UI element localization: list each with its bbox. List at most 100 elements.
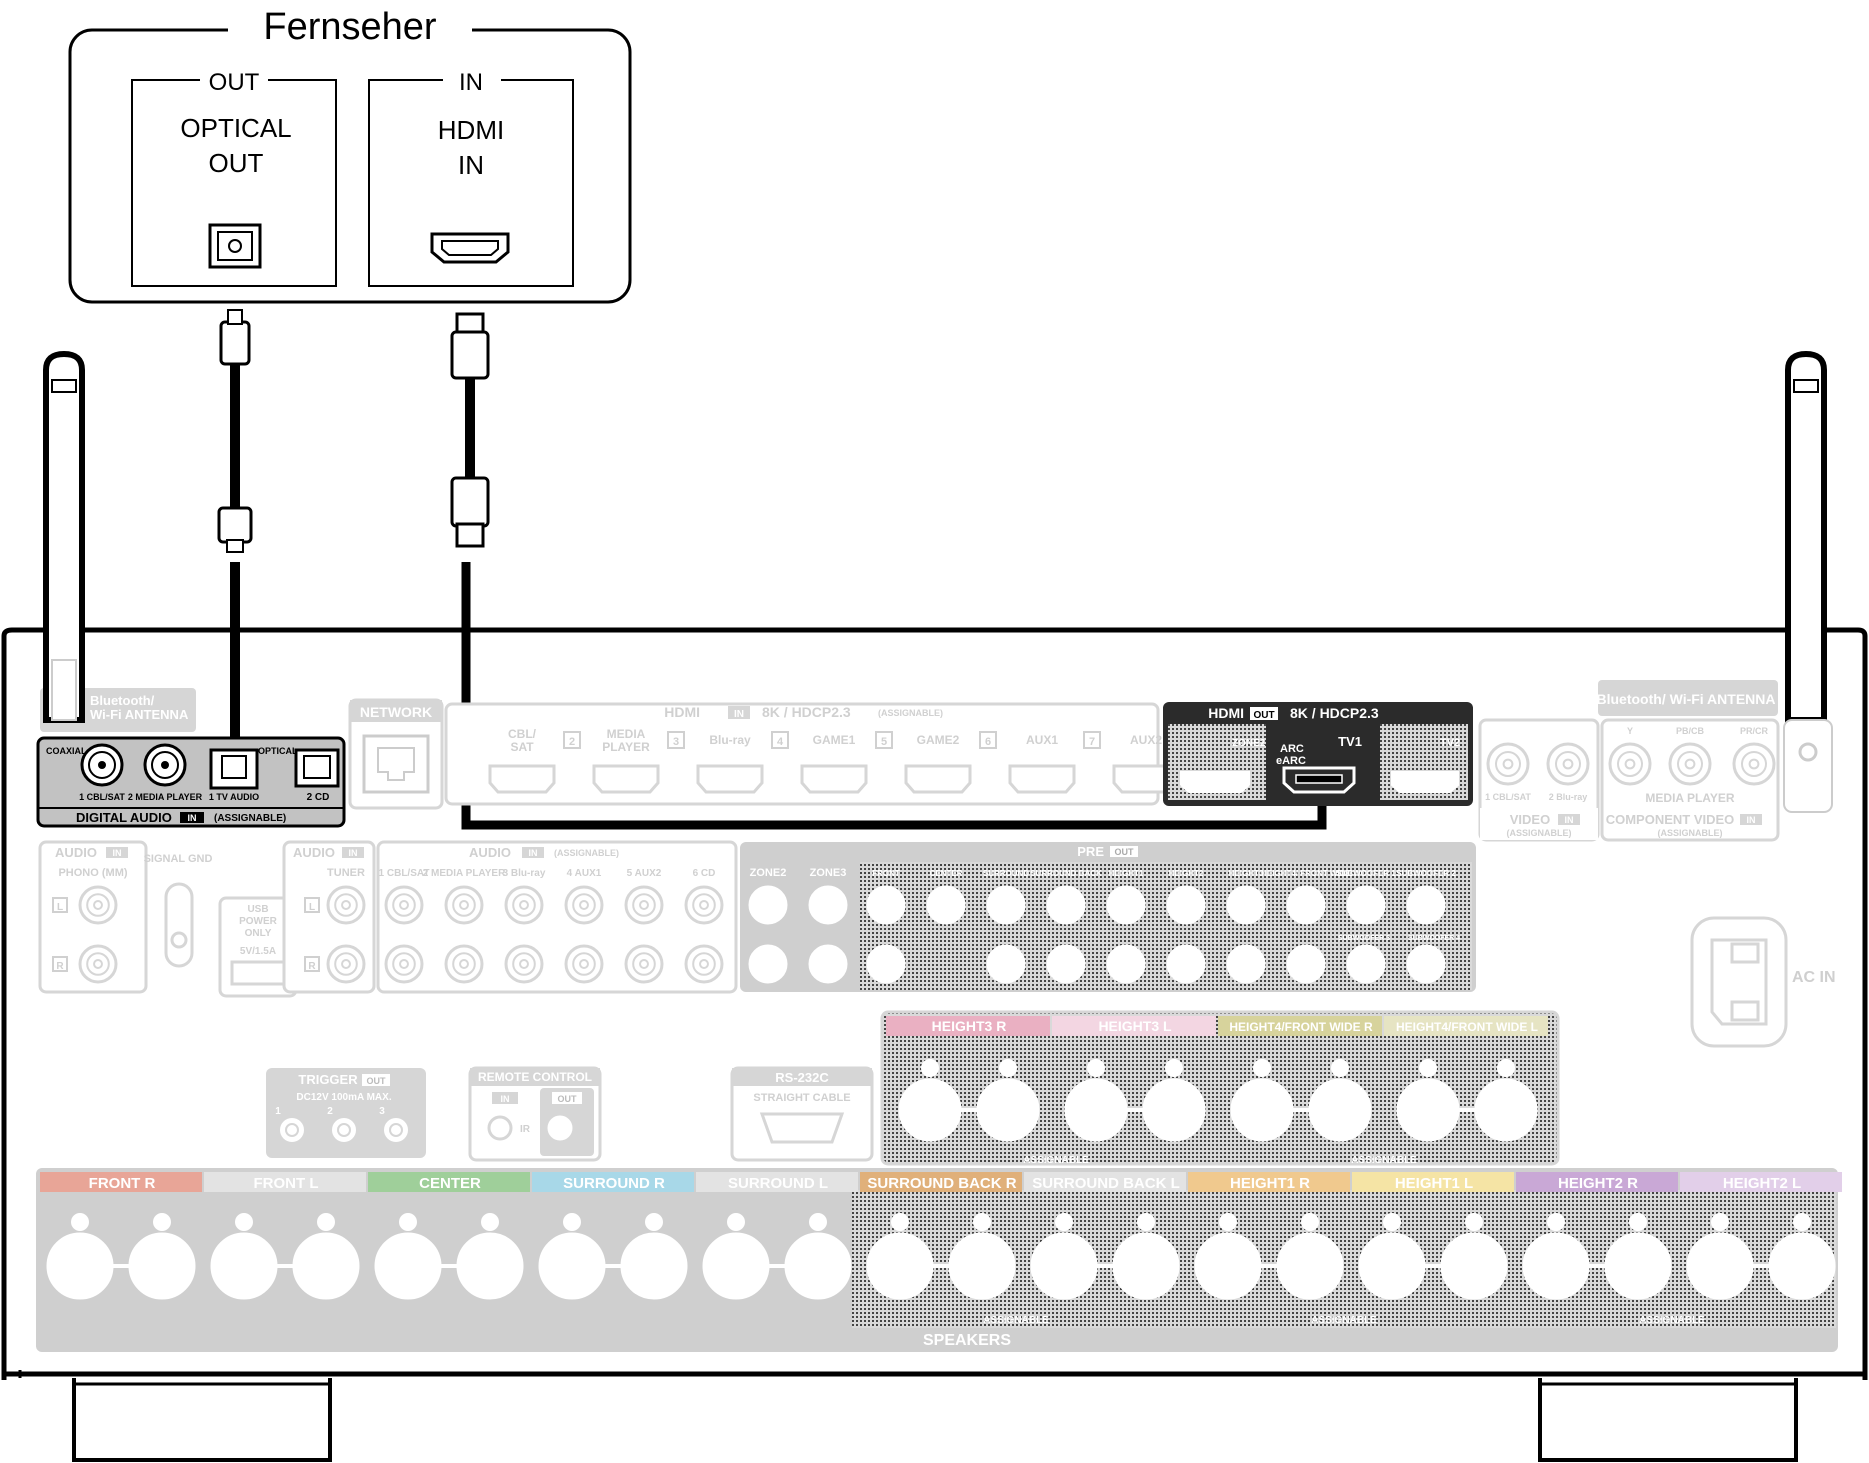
audio-2-r-jack[interactable] [444, 944, 484, 984]
pre-out-zone-1-r[interactable] [748, 944, 788, 984]
pre-out-zone-2-r[interactable] [808, 944, 848, 984]
speaker-7-plus-terminal[interactable] [1030, 1213, 1098, 1300]
hdmi-out-tv2: TV2 [1440, 737, 1460, 749]
trigger-1-jack[interactable] [280, 1118, 304, 1142]
pre-out-ch-8: HEIGHT4/ FRONT WIDE [1261, 869, 1351, 878]
speaker-11-plus-terminal[interactable] [1686, 1213, 1754, 1300]
audio-5-l-jack[interactable] [624, 885, 664, 925]
network-port[interactable] [362, 734, 430, 794]
hdmi-in-port-2[interactable] [592, 764, 660, 794]
hdmi-in-port-3[interactable] [696, 764, 764, 794]
hdmi-out-tv2-port[interactable] [1391, 771, 1459, 793]
pre-out-zone-1-l[interactable] [748, 885, 788, 925]
component-3-jack[interactable] [1732, 742, 1776, 786]
pre-out-ch-1-a[interactable] [866, 885, 906, 925]
height-upper-1-minus-terminal[interactable] [976, 1059, 1040, 1142]
height-upper-4-minus-terminal[interactable] [1474, 1059, 1538, 1142]
speaker-8-minus-terminal[interactable] [1276, 1213, 1344, 1300]
pre-out-ch-3-b[interactable] [986, 944, 1026, 984]
pre-out-ch-5-a[interactable] [1106, 885, 1146, 925]
audio-3-r-jack[interactable] [504, 944, 544, 984]
optical-2-cd-port[interactable] [294, 748, 340, 788]
remote-in-jack[interactable] [487, 1115, 513, 1141]
component-2-jack[interactable] [1668, 742, 1712, 786]
height-upper-4-plus-terminal[interactable] [1396, 1059, 1460, 1142]
speaker-7-minus-terminal[interactable] [1112, 1213, 1180, 1300]
audio-3-l-jack[interactable] [504, 885, 544, 925]
height-upper-3-plus-terminal[interactable] [1230, 1059, 1294, 1142]
speaker-4-minus-terminal[interactable] [620, 1213, 688, 1300]
pre-out-ch-10-b[interactable] [1406, 944, 1446, 984]
hdmi-in-title: HDMI [664, 704, 700, 720]
audio-4-l-jack[interactable] [564, 885, 604, 925]
phono-l-jack[interactable] [78, 885, 118, 925]
speaker-3-minus-terminal[interactable] [456, 1213, 524, 1300]
tuner-r-jack[interactable] [326, 944, 366, 984]
speaker-5-minus-terminal[interactable] [784, 1213, 852, 1300]
remote-out-jack[interactable] [547, 1115, 573, 1141]
speaker-10-minus-terminal[interactable] [1604, 1213, 1672, 1300]
audio-1-l-jack[interactable] [384, 885, 424, 925]
pre-out-zone-2-l[interactable] [808, 885, 848, 925]
pre-out-ch-10-a[interactable] [1406, 885, 1446, 925]
hdmi-in-port-4[interactable] [800, 764, 868, 794]
video-1-jack[interactable] [1486, 742, 1530, 786]
optical-1-tv-audio-port[interactable] [209, 748, 259, 790]
pre-out-ch-4-a[interactable] [1046, 885, 1086, 925]
pre-out-ch-4-b[interactable] [1046, 944, 1086, 984]
speaker-2-plus-terminal[interactable] [210, 1213, 278, 1300]
pre-out-ch-8-b[interactable] [1286, 944, 1326, 984]
pre-out-ch-6-a[interactable] [1166, 885, 1206, 925]
usb-port[interactable] [230, 960, 288, 986]
tv-hdmi-in-port[interactable] [430, 232, 510, 264]
tv-optical-out-port[interactable] [208, 223, 262, 269]
trigger-3-jack[interactable] [384, 1118, 408, 1142]
pre-out-ch-5-b[interactable] [1106, 944, 1146, 984]
video-2-jack[interactable] [1546, 742, 1590, 786]
speaker-3-plus-terminal[interactable] [374, 1213, 442, 1300]
phono-r-jack[interactable] [78, 944, 118, 984]
speaker-9-plus-terminal[interactable] [1358, 1213, 1426, 1300]
pre-out-ch-7-a[interactable] [1226, 885, 1266, 925]
audio-5-r-jack[interactable] [624, 944, 664, 984]
trigger-2-jack[interactable] [332, 1118, 356, 1142]
audio-4-r-jack[interactable] [564, 944, 604, 984]
height-upper-2-plus-terminal[interactable] [1064, 1059, 1128, 1142]
pre-out-ch-9-a[interactable] [1346, 885, 1386, 925]
height-upper-2-minus-terminal[interactable] [1142, 1059, 1206, 1142]
speaker-5-plus-terminal[interactable] [702, 1213, 770, 1300]
speaker-11-minus-terminal[interactable] [1768, 1213, 1836, 1300]
hdmi-in-port-5[interactable] [904, 764, 972, 794]
speaker-2-minus-terminal[interactable] [292, 1213, 360, 1300]
height-upper-3-minus-terminal[interactable] [1308, 1059, 1372, 1142]
audio-2-l-jack[interactable] [444, 885, 484, 925]
speaker-1-plus-terminal[interactable] [46, 1213, 114, 1300]
rs232-port[interactable] [759, 1112, 845, 1144]
pre-out-ch-3-a[interactable] [986, 885, 1026, 925]
height-upper-1-plus-terminal[interactable] [898, 1059, 962, 1142]
speaker-1-minus-terminal[interactable] [128, 1213, 196, 1300]
hdmi-in-port-6[interactable] [1008, 764, 1076, 794]
audio-1-r-jack[interactable] [384, 944, 424, 984]
pre-out-ch-9-b[interactable] [1346, 944, 1386, 984]
pre-out-ch-6-b[interactable] [1166, 944, 1206, 984]
speaker-9-minus-terminal[interactable] [1440, 1213, 1508, 1300]
speaker-4-plus-terminal[interactable] [538, 1213, 606, 1300]
pre-out-ch-1-b[interactable] [866, 944, 906, 984]
coaxial-1-jack[interactable] [80, 743, 124, 787]
audio-6-r-jack[interactable] [684, 944, 724, 984]
tuner-l-jack[interactable] [326, 885, 366, 925]
pre-out-ch-7-b[interactable] [1226, 944, 1266, 984]
speaker-6-minus-terminal[interactable] [948, 1213, 1016, 1300]
audio-6-l-jack[interactable] [684, 885, 724, 925]
component-1-jack[interactable] [1608, 742, 1652, 786]
speaker-8-plus-terminal[interactable] [1194, 1213, 1262, 1300]
hdmi-in-num-7: 7 [1089, 736, 1095, 748]
hdmi-in-port-1[interactable] [488, 764, 556, 794]
hdmi-out-zone2-port[interactable] [1180, 771, 1250, 793]
speaker-6-plus-terminal[interactable] [866, 1213, 934, 1300]
pre-out-ch-8-a[interactable] [1286, 885, 1326, 925]
coaxial-2-jack[interactable] [143, 743, 187, 787]
pre-out-ch-2-a[interactable] [926, 885, 966, 925]
speaker-10-plus-terminal[interactable] [1522, 1213, 1590, 1300]
